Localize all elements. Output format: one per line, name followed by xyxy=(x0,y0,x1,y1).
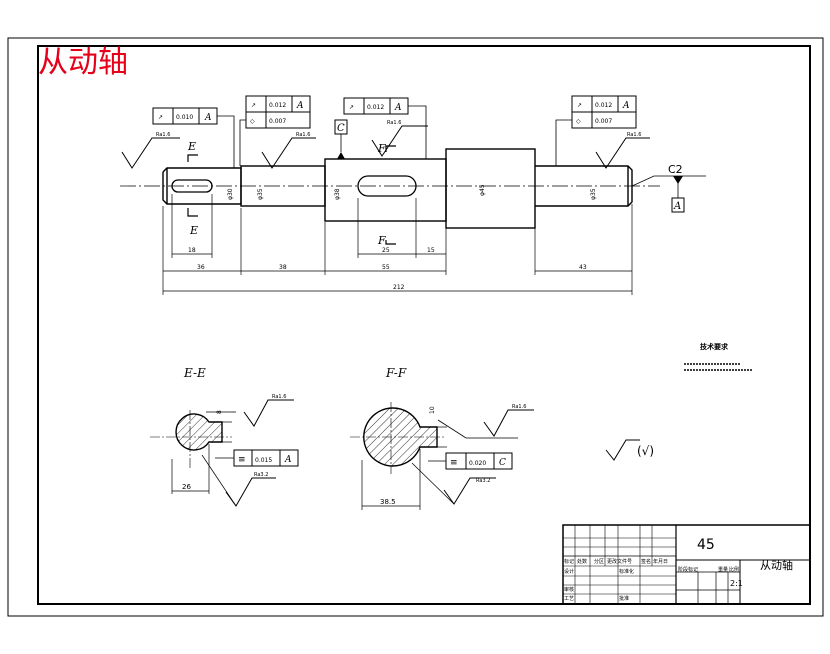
symmetry-icon-1: ≡ xyxy=(238,455,246,465)
cylindricity-icon-1: ◇ xyxy=(250,118,255,125)
tb-weight: 重量 xyxy=(718,566,728,573)
material-label: 45 xyxy=(697,537,715,553)
tb-date: 年月日 xyxy=(653,558,668,565)
tolerance-frame-4 xyxy=(571,95,637,129)
dim-overall: 212 xyxy=(393,284,405,291)
tb-approve: 批准 xyxy=(619,595,629,602)
section-ee-title: E-E xyxy=(183,366,206,380)
dim-key1: 18 xyxy=(188,247,196,254)
datum-a-label: A xyxy=(673,201,681,212)
chamfer-label: C2 xyxy=(668,163,683,176)
tb-change: 更改文件号 xyxy=(607,558,632,565)
tolerance-frame-2 xyxy=(245,95,311,129)
roughness-label-3: Ra1.6 xyxy=(387,120,401,126)
symmetry-frame-1 xyxy=(233,449,299,467)
tol-datum-2: A xyxy=(296,101,304,111)
dim-seg1: 36 xyxy=(197,264,205,271)
runout-icon-4: ↗ xyxy=(577,102,582,109)
rest-roughness: (√) xyxy=(637,444,654,458)
roughness-label-2: Ra1.6 xyxy=(296,132,310,138)
keyway-2 xyxy=(357,175,417,197)
tb-sign: 签名 xyxy=(641,558,651,565)
ee-roughness-top: Ra1.6 xyxy=(272,394,286,400)
tol-datum-4: A xyxy=(622,101,630,111)
dim-key2-off: 15 xyxy=(427,247,435,254)
datum-a-triangle xyxy=(673,176,683,184)
dia-label-5: φ35 xyxy=(590,188,597,200)
keyway-1 xyxy=(171,179,213,193)
sym-datum-2: C xyxy=(499,458,506,468)
tb-zone: 分区 xyxy=(594,558,604,565)
dim-seg5: 43 xyxy=(579,264,587,271)
ff-roughness-top: Ra1.6 xyxy=(512,404,526,410)
roughness-symbols xyxy=(121,125,650,169)
dia-label-4: φ45 xyxy=(479,184,486,196)
roughness-label-1: Ra1.6 xyxy=(156,132,170,138)
tol-datum-1: A xyxy=(204,113,212,123)
dia-label-2: φ35 xyxy=(257,188,264,200)
tb-standard: 标准化 xyxy=(619,568,634,575)
datum-a-box xyxy=(671,197,685,213)
title-block xyxy=(562,524,811,605)
tb-stage: 阶段标记 xyxy=(678,566,698,573)
sym-value-2: 0.020 xyxy=(469,460,486,467)
ee-roughness-bottom: Ra3.2 xyxy=(254,472,268,478)
section-label-e-top: E xyxy=(187,140,196,153)
runout-icon-1: ↗ xyxy=(158,114,163,121)
part-name: 从动轴 xyxy=(760,558,793,572)
tb-check: 审核 xyxy=(564,586,574,593)
inner-frame xyxy=(37,45,811,605)
tb-mark: 标记 xyxy=(564,558,574,565)
tb-design: 设计 xyxy=(564,568,574,575)
cylindricity-icon-2: ◇ xyxy=(576,118,581,125)
outer-frame xyxy=(7,37,824,617)
section-label-f-bottom: F xyxy=(377,234,386,247)
ee-depth-label: 26 xyxy=(182,483,191,491)
tb-scale-label: 比例 xyxy=(729,566,739,573)
tol-value-5: 0.012 xyxy=(595,102,612,109)
tb-scale-value: 2:1 xyxy=(730,579,743,588)
tol-value-2: 0.012 xyxy=(269,102,286,109)
runout-icon-2: ↗ xyxy=(251,102,256,109)
dim-seg2: 38 xyxy=(279,264,287,271)
symmetry-icon-2: ≡ xyxy=(450,458,458,468)
section-label-f-top: F xyxy=(377,142,386,155)
dim-seg3: 55 xyxy=(382,264,390,271)
section-ee xyxy=(150,410,232,494)
drawing-title: 从动轴 xyxy=(38,45,128,80)
datum-c-triangle xyxy=(337,152,345,159)
section-label-e-bottom: E xyxy=(189,224,198,237)
tol-value-1: 0.010 xyxy=(176,114,193,121)
datum-c-label: C xyxy=(337,123,345,134)
ff-roughness-bottom: Ra3.2 xyxy=(476,478,490,484)
sym-datum-1: A xyxy=(284,455,292,465)
runout-icon-3: ↗ xyxy=(349,104,354,111)
tb-count: 处数 xyxy=(577,558,587,565)
shaft-outline xyxy=(162,148,633,229)
dia-label-1: φ30 xyxy=(227,188,234,200)
sym-value-1: 0.015 xyxy=(255,457,272,464)
dimension-lines xyxy=(162,194,633,295)
tol-value-4: 0.012 xyxy=(367,104,384,111)
tol-value-3: 0.007 xyxy=(269,118,286,125)
tol-value-6: 0.007 xyxy=(595,118,612,125)
roughness-label-4: Ra1.6 xyxy=(627,132,641,138)
tech-title: 技术要求 xyxy=(700,342,729,351)
section-ff-title: F-F xyxy=(385,366,407,380)
ff-depth-label: 38.5 xyxy=(380,498,396,506)
dim-key2-len: 25 xyxy=(382,247,390,254)
section-ff xyxy=(350,402,447,510)
tolerance-leaders xyxy=(217,105,572,168)
ff-key-label: 10 xyxy=(429,406,436,414)
dia-label-3: φ38 xyxy=(334,188,341,200)
tol-datum-3: A xyxy=(394,103,402,113)
tb-process: 工艺 xyxy=(564,596,574,602)
